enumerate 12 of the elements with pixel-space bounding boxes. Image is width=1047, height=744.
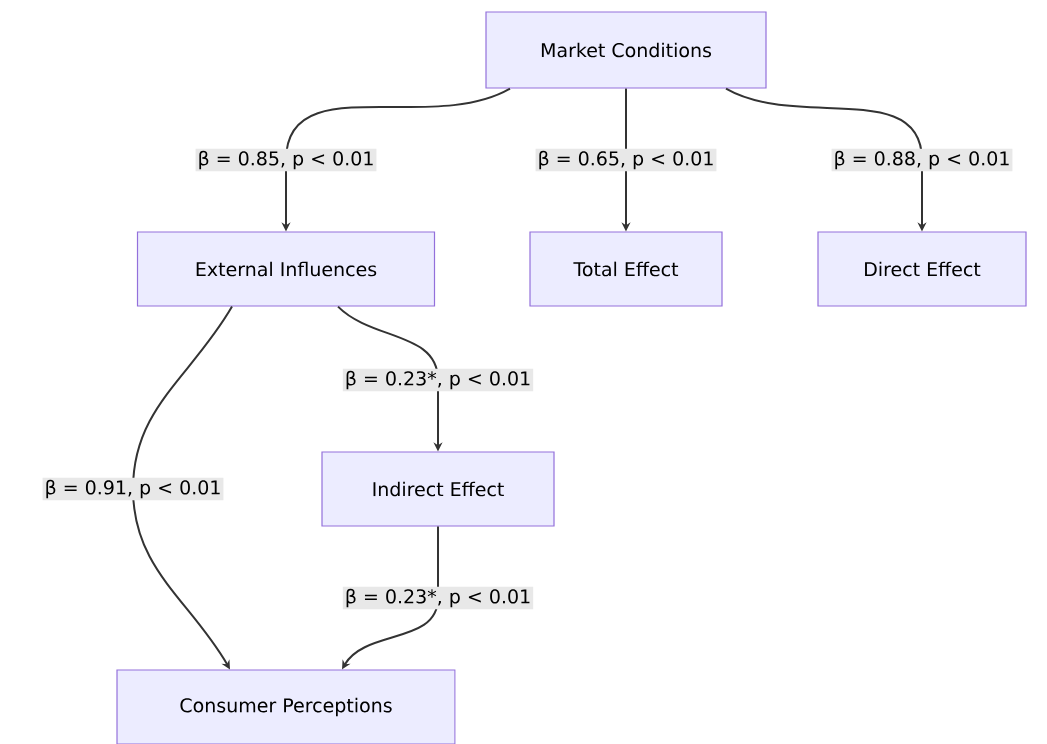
edge-label: β = 0.65, p < 0.01 bbox=[535, 148, 717, 172]
edge-label: β = 0.85, p < 0.01 bbox=[195, 148, 377, 172]
edge-label: β = 0.23*, p < 0.01 bbox=[342, 368, 534, 392]
process-box: Direct Effect bbox=[817, 231, 1027, 307]
process-box: Indirect Effect bbox=[321, 451, 555, 527]
process-box: External Influences bbox=[136, 231, 436, 307]
process-box: Market Conditions bbox=[485, 11, 767, 89]
edge-label: β = 0.88, p < 0.01 bbox=[831, 148, 1013, 172]
edge-label: β = 0.23*, p < 0.01 bbox=[342, 586, 534, 610]
process-box: Total Effect bbox=[529, 231, 723, 307]
edge-label: β = 0.91, p < 0.01 bbox=[42, 477, 224, 501]
process-box: Consumer Perceptions bbox=[116, 669, 456, 744]
